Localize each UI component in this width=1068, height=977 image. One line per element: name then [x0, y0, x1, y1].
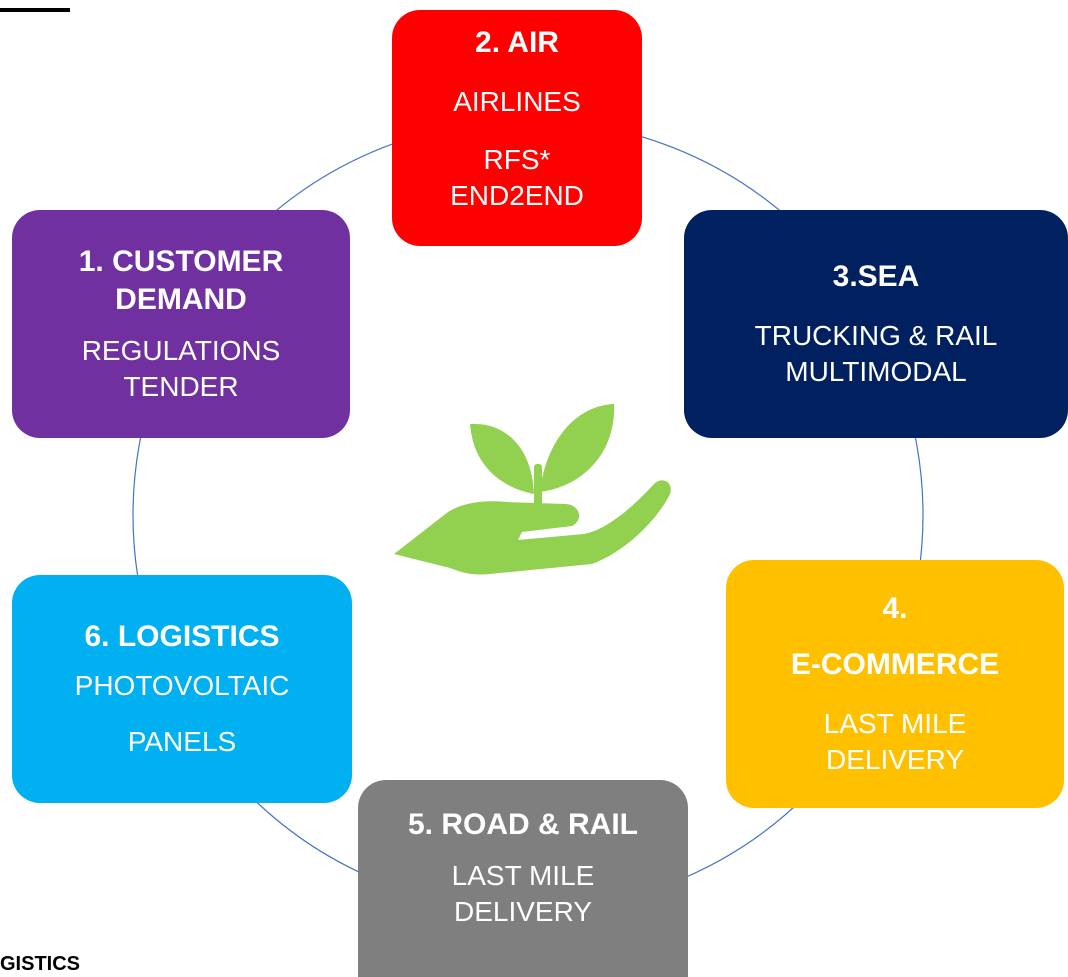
- stage-ecommerce-box: 4. E-COMMERCE LAST MILE DELIVERY: [726, 560, 1064, 808]
- stage-road-rail-line-1: LAST MILE: [451, 860, 595, 891]
- stage-ecommerce-title-2: E-COMMERCE: [790, 648, 1000, 681]
- stage-sea-title: 3.SEA: [832, 260, 920, 293]
- stage-logistics-line-2: PANELS: [127, 726, 237, 757]
- stage-customer-box: 1. CUSTOMER DEMAND REGULATIONS TENDER: [12, 210, 350, 438]
- stage-air-line-2: RFS*: [483, 144, 551, 175]
- stage-sea-box: 3.SEA TRUCKING & RAIL MULTIMODAL: [684, 210, 1068, 438]
- stage-customer-line-1: REGULATIONS: [81, 335, 281, 366]
- stage-road-rail-box: 5. ROAD & RAIL LAST MILE DELIVERY: [358, 780, 688, 977]
- stage-customer-title: 1. CUSTOMER: [78, 245, 284, 278]
- stage-air-line-1: AIRLINES: [453, 86, 581, 117]
- stage-air-title: 2. AIR: [475, 26, 559, 59]
- stage-sea-line-2: MULTIMODAL: [785, 356, 967, 387]
- stage-ecommerce-title: 4.: [882, 592, 908, 625]
- stage-ecommerce-line-2: DELIVERY: [826, 744, 964, 775]
- stage-air-line-3: END2END: [450, 180, 584, 211]
- stage-customer-line-2: TENDER: [123, 371, 239, 402]
- stage-road-rail-line-2: DELIVERY: [454, 896, 592, 927]
- stage-logistics-box: 6. LOGISTICS PHOTOVOLTAIC PANELS: [12, 575, 352, 803]
- top-rule: [0, 8, 70, 12]
- stage-logistics-title: 6. LOGISTICS: [84, 620, 280, 653]
- plant-in-hand-icon: [394, 404, 671, 575]
- footer-heading-fragment: GISTICS: [0, 953, 81, 975]
- stage-logistics-line-1: PHOTOVOLTAIC: [74, 670, 290, 701]
- stage-customer-title-2: DEMAND: [115, 283, 247, 316]
- stage-ecommerce-line-1: LAST MILE: [823, 708, 967, 739]
- stage-air-box: 2. AIR AIRLINES RFS* END2END: [392, 10, 642, 246]
- stage-sea-line-1: TRUCKING & RAIL: [754, 320, 998, 351]
- stage-road-rail-title: 5. ROAD & RAIL: [407, 808, 638, 841]
